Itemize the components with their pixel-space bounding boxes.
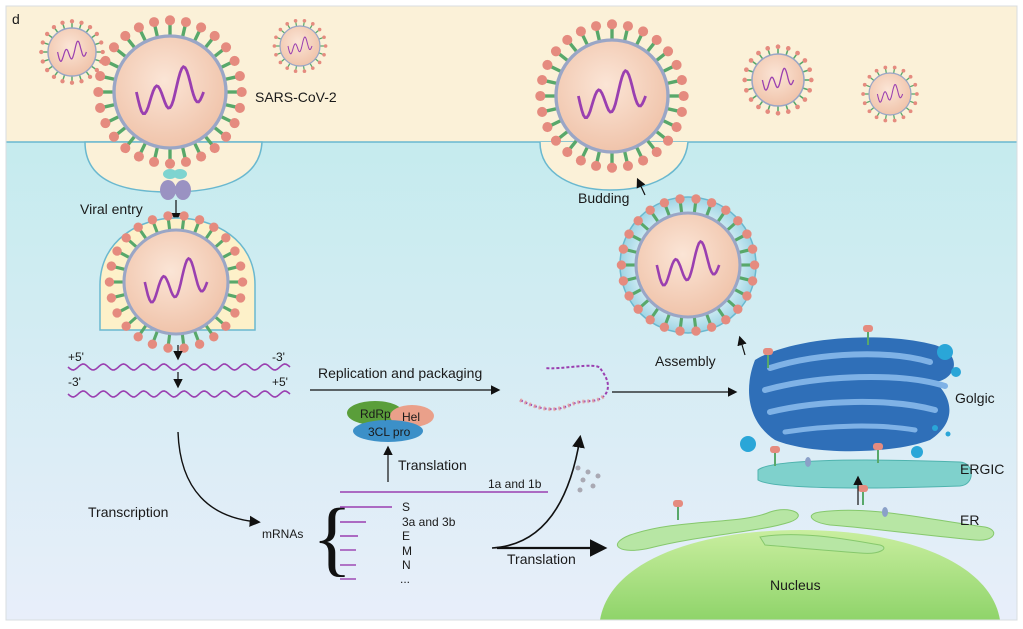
nascent-genome bbox=[519, 364, 609, 411]
er-label: ER bbox=[960, 512, 979, 528]
viral-entry-label: Viral entry bbox=[80, 201, 143, 217]
assembled-virion bbox=[616, 194, 760, 336]
budding-virion bbox=[535, 19, 689, 173]
mrna-more: ... bbox=[400, 572, 410, 586]
mrna-m: M bbox=[402, 544, 412, 558]
mrna-list bbox=[340, 491, 548, 580]
translation-upper-label: Translation bbox=[398, 457, 467, 473]
assembly-label: Assembly bbox=[655, 353, 716, 369]
rna-minus3-bottom: -3' bbox=[68, 375, 81, 389]
golgic-label: Golgic bbox=[955, 390, 995, 406]
mrna-3a-3b: 3a and 3b bbox=[402, 515, 456, 529]
budding-label: Budding bbox=[578, 190, 629, 206]
ace2-receptor bbox=[160, 169, 191, 200]
extracellular-virion-large bbox=[93, 15, 247, 169]
mrna-1a-1b: 1a and 1b bbox=[488, 477, 542, 491]
extracellular-virion-small bbox=[39, 19, 105, 85]
assembly-up-arrow bbox=[737, 335, 747, 356]
transcription-label: Transcription bbox=[88, 504, 168, 520]
endoplasmic-reticulum bbox=[616, 509, 995, 554]
figure-frame bbox=[5, 5, 1018, 621]
panel-letter: d bbox=[12, 11, 20, 27]
mrna-brace: { bbox=[312, 492, 352, 585]
transcription-arrow bbox=[177, 431, 261, 527]
sars-cov-2-label: SARS-CoV-2 bbox=[255, 89, 337, 105]
nucleus-label: Nucleus bbox=[770, 577, 821, 593]
budding-arrow bbox=[636, 177, 646, 196]
structural-protein-dots bbox=[575, 465, 601, 493]
genomic-rna-strands bbox=[67, 363, 291, 398]
nucleus bbox=[600, 530, 1000, 620]
mrna-e: E bbox=[402, 529, 410, 543]
rdrp-label: RdRp bbox=[360, 407, 391, 421]
translation-lower-label: Translation bbox=[507, 551, 576, 567]
extracellular-virion bbox=[861, 65, 919, 123]
rna-plus5-top: +5' bbox=[68, 350, 84, 364]
endosomal-virion bbox=[104, 211, 248, 353]
replicase-complex bbox=[347, 401, 434, 442]
mrna-s: S bbox=[402, 500, 410, 514]
hel-label: Hel bbox=[402, 410, 420, 424]
rna-minus3-top: -3' bbox=[272, 350, 285, 364]
golgi-apparatus bbox=[740, 337, 961, 458]
mrna-n: N bbox=[402, 558, 411, 572]
extracellular-virion bbox=[742, 44, 814, 116]
mrnas-label: mRNAs bbox=[262, 527, 303, 541]
replication-label: Replication and packaging bbox=[318, 365, 482, 381]
rna-plus5-bottom: +5' bbox=[272, 375, 288, 389]
ergic bbox=[757, 459, 972, 489]
translation-lower-arrow bbox=[491, 434, 585, 549]
extracellular-virion-small bbox=[272, 18, 328, 74]
membrane-spike-proteins bbox=[673, 325, 888, 520]
3cl-pro-label: 3CL pro bbox=[368, 425, 411, 439]
ergic-label: ERGIC bbox=[960, 461, 1004, 477]
